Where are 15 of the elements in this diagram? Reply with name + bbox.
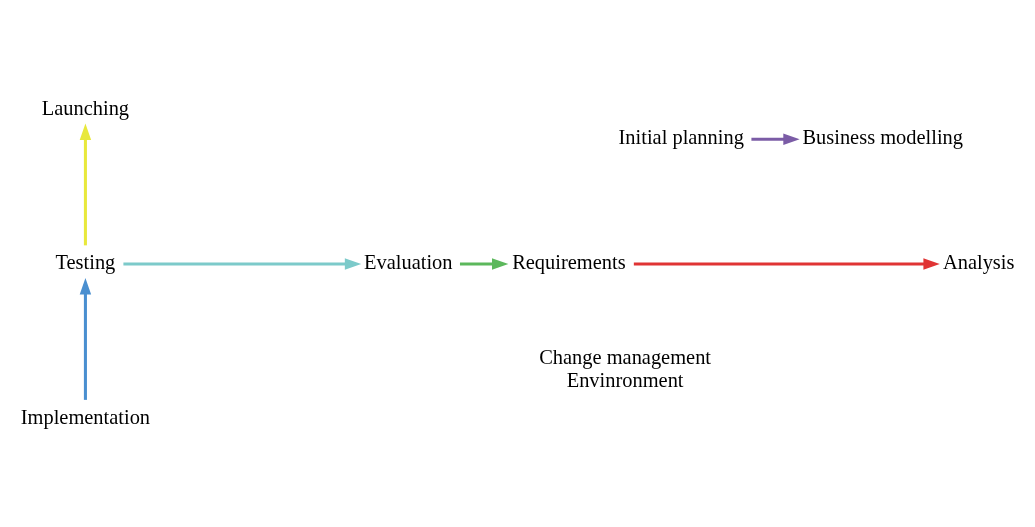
node-text: Business modelling — [802, 125, 964, 148]
arrow — [633, 257, 940, 270]
node-text: Testing — [55, 250, 116, 273]
node-text: Evaluation — [364, 250, 453, 273]
arrow — [459, 257, 509, 270]
node-text: Requirements — [512, 250, 626, 273]
node-text: Launching — [41, 96, 130, 119]
node-text: Analysis — [942, 250, 1015, 273]
node-text: Implementation — [20, 405, 151, 428]
node-text: Change management Envinronment — [539, 345, 712, 391]
arrow — [79, 277, 92, 400]
arrow — [123, 257, 362, 270]
arrow — [751, 133, 800, 145]
node-text: Initial planning — [618, 125, 744, 148]
arrow — [79, 123, 92, 245]
